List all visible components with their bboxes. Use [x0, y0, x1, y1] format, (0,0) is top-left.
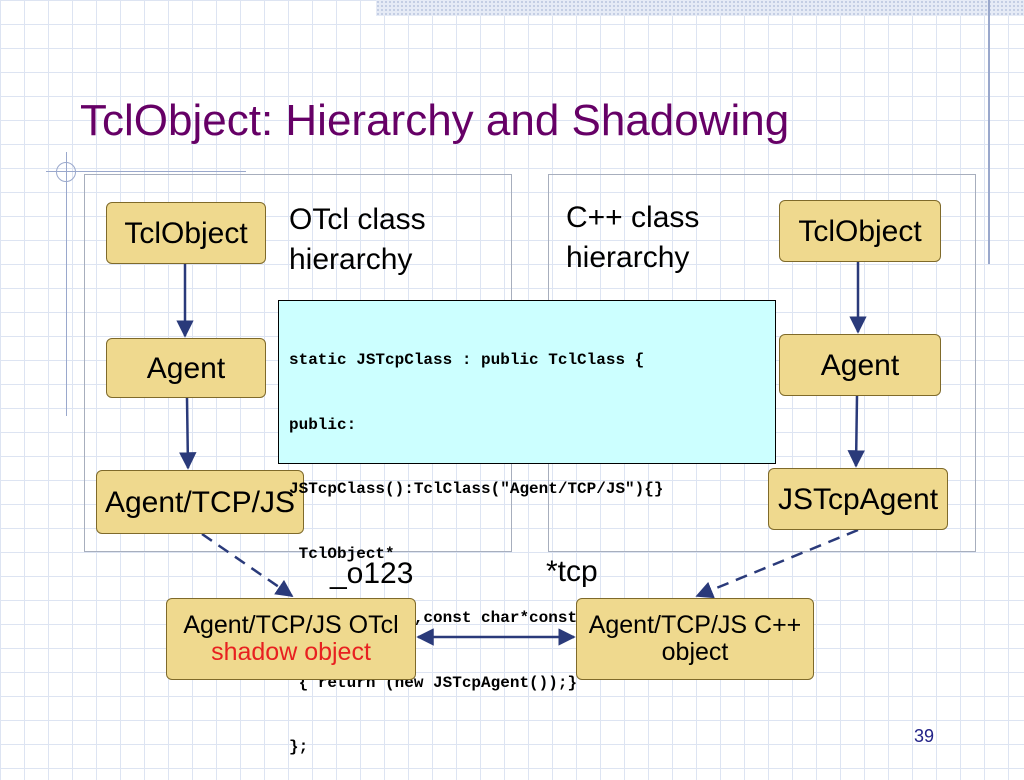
code-line: { return (new JSTcpAgent());} — [289, 673, 578, 692]
arrow-otcl-agent-to-agenttcpjs — [179, 397, 197, 470]
otcl-handle-label: _o123 — [330, 557, 414, 590]
otcl-hierarchy-label-line1: OTcl class — [289, 203, 426, 236]
decorative-vertical-line-left — [66, 152, 67, 416]
cpp-tclobject-node: TclObject — [779, 200, 941, 262]
cpp-object-node: Agent/TCP/JS C++ object — [576, 598, 814, 680]
otcl-agent-node: Agent — [106, 338, 266, 398]
decorative-circle — [56, 162, 76, 182]
code-line: static JSTcpClass : public TclClass { — [289, 351, 645, 369]
otcl-tclobject-node: TclObject — [106, 202, 266, 264]
otcl-shadow-object-line1: Agent/TCP/JS OTcl — [183, 610, 399, 639]
code-line: public: — [289, 415, 357, 434]
arrow-cpp-agent-to-jstcpagent — [847, 395, 865, 468]
top-decorative-band — [376, 0, 1024, 16]
code-line: }; — [289, 738, 309, 756]
page-number: 39 — [914, 726, 935, 746]
otcl-agent-tcp-js-node: Agent/TCP/JS — [96, 470, 304, 534]
slide-title: TclObject: Hierarchy and Shadowing — [80, 96, 790, 145]
cpp-handle-label: *tcp — [546, 555, 598, 588]
decorative-vertical-line — [988, 0, 990, 264]
cpp-hierarchy-label-line2: hierarchy — [566, 241, 690, 274]
cpp-object-line2: object — [661, 638, 729, 666]
dashed-arrow-to-cpp-object — [695, 528, 859, 599]
decorative-horizontal-line — [46, 171, 246, 172]
otcl-shadow-object-line2: shadow object — [211, 638, 371, 666]
code-snippet-box: static JSTcpClass : public TclClass { pu… — [278, 300, 776, 756]
cpp-agent-node: Agent — [779, 334, 941, 396]
cpp-hierarchy-label-line1: C++ class — [566, 201, 700, 234]
cpp-jstcpagent-node: JSTcpAgent — [768, 468, 948, 530]
code-line: TclObject* — [289, 544, 395, 563]
cpp-object-line1: Agent/TCP/JS C++ — [588, 610, 802, 639]
otcl-hierarchy-label-line2: hierarchy — [289, 243, 413, 276]
otcl-shadow-object-node: Agent/TCP/JS OTcl shadow object — [166, 598, 416, 680]
dashed-arrow-to-otcl-shadow — [201, 532, 294, 598]
code-line: JSTcpClass():TclClass("Agent/TCP/JS"){} — [289, 480, 664, 498]
